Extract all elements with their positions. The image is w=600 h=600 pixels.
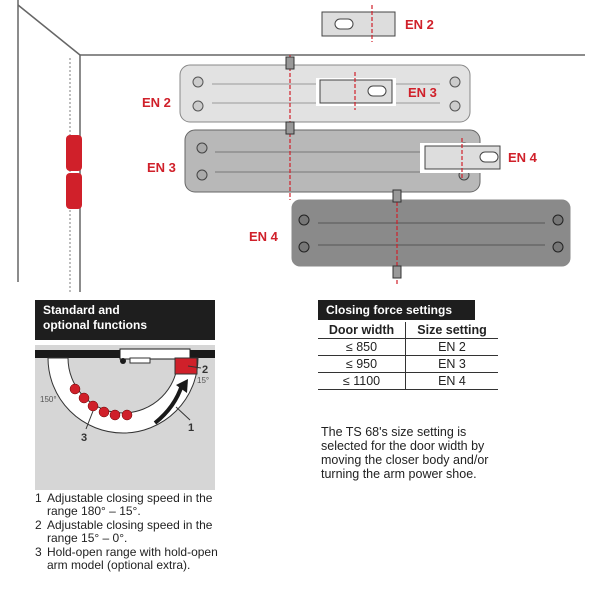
- functions-header: Standard and optional functions: [35, 300, 215, 340]
- item-text: Adjustable closing speed in the range 18…: [47, 491, 213, 518]
- door-width-cell: ≤ 950: [318, 355, 406, 373]
- marker-2: 2: [202, 364, 208, 376]
- item-number: 2: [35, 518, 42, 532]
- angle-15-label: 15°: [197, 376, 209, 385]
- column-header: Door width: [318, 322, 406, 339]
- list-item: 1 Adjustable closing speed in the range 1…: [35, 492, 225, 518]
- size-setting-cell: EN 4: [405, 372, 498, 390]
- marker-1: 1: [188, 422, 194, 434]
- size-setting-description: The TS 68's size setting is selected for…: [321, 425, 489, 481]
- list-item: 3 Hold-open range with hold-open arm mode…: [35, 546, 225, 572]
- label-en3-body: EN 3: [147, 160, 176, 175]
- item-text: Hold-open range with hold-open arm model…: [47, 545, 218, 572]
- label-en3-plate: EN 3: [408, 85, 437, 100]
- marker-3: 3: [81, 432, 87, 444]
- angle-150-label: 150°: [40, 395, 57, 404]
- size-setting-cell: EN 2: [405, 338, 498, 356]
- label-en2-body: EN 2: [142, 95, 171, 110]
- size-setting-cell: EN 3: [405, 355, 498, 373]
- label-en4-plate: EN 4: [508, 150, 538, 165]
- hinge-icon: [66, 135, 82, 209]
- closer-installation-diagram: EN 2 EN 2 EN 3 EN 3 EN 4 EN 4: [17, 0, 585, 292]
- closer-body-en4: [288, 196, 574, 270]
- label-en2-plate: EN 2: [405, 17, 434, 32]
- closing-force-header: Closing force settings: [318, 300, 475, 320]
- door-width-cell: ≤ 1100: [318, 372, 406, 390]
- label-en4-body: EN 4: [249, 229, 279, 244]
- list-item: 2 Adjustable closing speed in the range 1…: [35, 519, 225, 545]
- functions-title-line2: optional functions: [43, 318, 147, 332]
- item-text: Adjustable closing speed in the range 15…: [47, 518, 213, 545]
- functions-title-line1: Standard and: [43, 303, 120, 317]
- closing-range-diagram: 150° 15° 2 1 3: [35, 345, 215, 490]
- door-width-cell: ≤ 850: [318, 338, 406, 356]
- item-number: 1: [35, 491, 42, 505]
- column-header: Size setting: [405, 322, 498, 339]
- item-number: 3: [35, 545, 42, 559]
